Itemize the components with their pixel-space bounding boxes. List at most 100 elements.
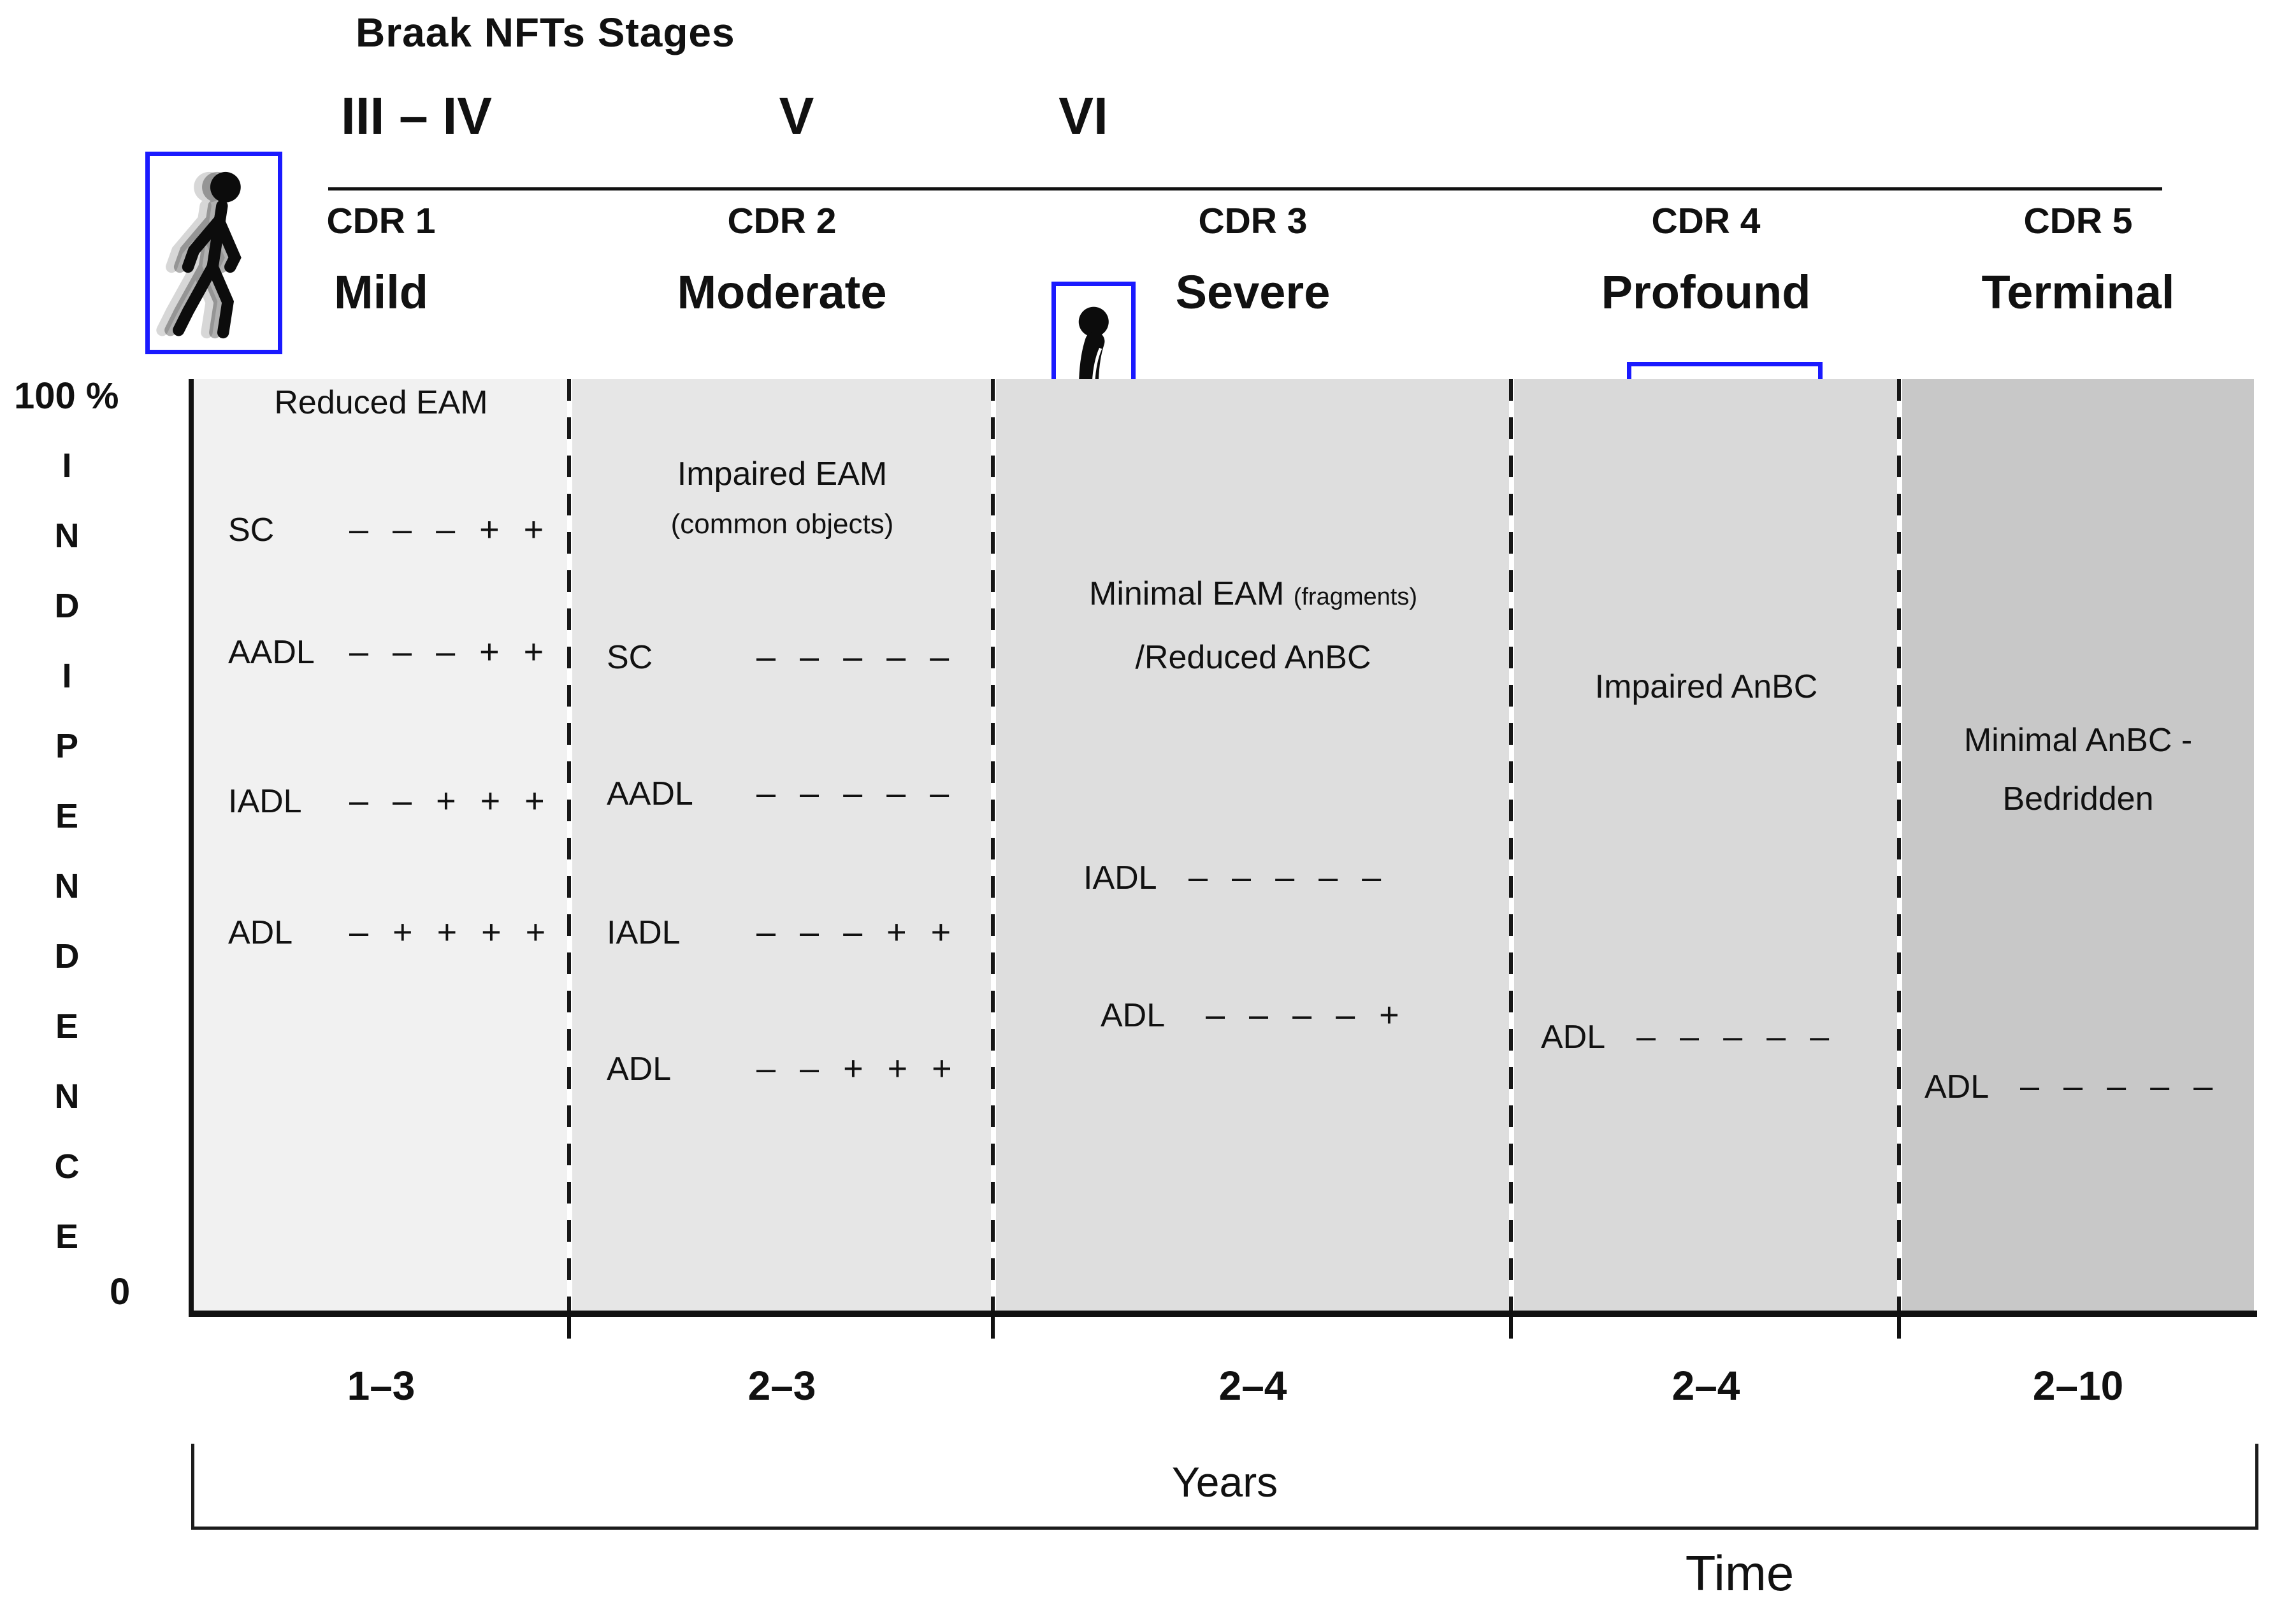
severity-label-severe: Severe xyxy=(1175,266,1331,319)
years-bracket-left-cap xyxy=(191,1444,194,1530)
braak-stage-label-5: V xyxy=(779,87,814,145)
y-axis-letter: I xyxy=(62,447,72,485)
column-mild-background xyxy=(194,379,568,1311)
column-severe-header-small: (fragments) xyxy=(1293,584,1417,610)
severity-label-profound: Profound xyxy=(1601,266,1811,319)
cdr-label-4: CDR 4 xyxy=(1651,201,1761,241)
y-axis-letter: E xyxy=(55,1007,79,1046)
column-divider xyxy=(1509,379,1513,1311)
function-row: ADL – + + + + xyxy=(228,912,550,952)
y-axis-letter: C xyxy=(54,1147,80,1186)
years-bracket-right-cap xyxy=(2255,1444,2258,1530)
function-label: SC xyxy=(607,639,653,676)
function-symbols: – – – – – xyxy=(756,638,954,676)
function-row: AADL – – – – – xyxy=(607,773,953,813)
function-row: IADL – – – – – xyxy=(1083,858,1385,897)
column-divider xyxy=(991,379,995,1311)
x-axis-line xyxy=(189,1311,2257,1317)
column-moderate-header: Impaired EAM xyxy=(677,456,888,492)
braak-stage-label-3-4: III – IV xyxy=(341,87,492,145)
column-divider xyxy=(567,379,571,1311)
function-row: SC – – – + + xyxy=(228,510,548,549)
function-row: SC – – – – – xyxy=(607,637,953,677)
column-severe-header: Minimal EAM (fragments) xyxy=(996,575,1510,613)
function-row: ADL – – – – – xyxy=(1541,1017,1833,1056)
cdr-label-3: CDR 3 xyxy=(1198,201,1308,241)
duration-label-severe: 2–4 xyxy=(1218,1363,1287,1409)
function-label: ADL xyxy=(228,914,293,951)
function-label: IADL xyxy=(228,783,302,820)
column-moderate-subheader: (common objects) xyxy=(670,508,894,540)
braak-stages-rule xyxy=(328,187,2162,190)
column-profound-header: Impaired AnBC xyxy=(1594,668,1818,705)
function-row: AADL – – – + + xyxy=(228,632,548,672)
x-axis-tick xyxy=(1509,1317,1513,1339)
x-axis-tick xyxy=(567,1317,571,1339)
figure-title: Braak NFTs Stages xyxy=(356,10,735,55)
function-row: ADL – – + + + xyxy=(607,1049,957,1088)
y-axis-letter: E xyxy=(55,1218,79,1256)
y-axis-letter: N xyxy=(54,517,80,555)
column-mild-header: Reduced EAM xyxy=(274,384,488,421)
walking-person-glyph xyxy=(155,164,273,342)
column-moderate-background xyxy=(572,379,992,1311)
function-symbols: – – – – + xyxy=(1206,996,1404,1034)
y-axis-letter: N xyxy=(54,1077,80,1116)
function-label: ADL xyxy=(1925,1068,1990,1105)
duration-label-moderate: 2–3 xyxy=(748,1363,816,1409)
column-terminal-subheader: Bedridden xyxy=(2002,780,2154,817)
column-severe-subheader: /Reduced AnBC xyxy=(1135,639,1371,676)
duration-label-profound: 2–4 xyxy=(1672,1363,1740,1409)
column-profound-background xyxy=(1514,379,1898,1311)
y-axis-min-label: 0 xyxy=(110,1271,131,1312)
severity-label-terminal: Terminal xyxy=(1981,266,2175,319)
function-symbols: – – – – – xyxy=(1636,1017,1834,1056)
column-severe-background xyxy=(996,379,1510,1311)
severity-label-moderate: Moderate xyxy=(677,266,887,319)
function-symbols: – – + + + xyxy=(756,1049,957,1088)
function-symbols: – + + + + xyxy=(349,913,551,951)
function-label: SC xyxy=(228,512,275,549)
duration-label-mild: 1–3 xyxy=(347,1363,415,1409)
time-axis-label: Time xyxy=(1685,1545,1795,1601)
function-label: ADL xyxy=(607,1051,672,1088)
column-divider xyxy=(1897,379,1901,1311)
function-label: IADL xyxy=(607,914,681,951)
column-terminal-header: Minimal AnBC - xyxy=(1963,722,2193,759)
years-axis-label: Years xyxy=(1171,1458,1278,1505)
function-row: ADL – – – – + xyxy=(1101,995,1404,1035)
braak-stage-label-6: VI xyxy=(1058,87,1108,145)
function-symbols: – – – + + xyxy=(349,510,549,549)
y-axis-max-label: 100 % xyxy=(14,375,119,417)
function-symbols: – – – + + xyxy=(349,633,549,671)
function-row: IADL – – + + + xyxy=(228,781,549,821)
cdr-label-5: CDR 5 xyxy=(2023,201,2133,241)
cdr-label-2: CDR 2 xyxy=(727,201,837,241)
function-label: ADL xyxy=(1101,997,1166,1034)
function-symbols: – – – – – xyxy=(756,774,954,812)
function-symbols: – – – – – xyxy=(1188,858,1386,896)
years-bracket-line xyxy=(191,1527,2258,1530)
column-severe-header-main: Minimal EAM xyxy=(1089,575,1285,612)
column-terminal-background xyxy=(1902,379,2254,1311)
function-symbols: – – + + + xyxy=(349,782,549,820)
y-axis-line xyxy=(189,379,194,1317)
cdr-label-1: CDR 1 xyxy=(326,201,436,241)
y-axis-letter: I xyxy=(62,657,72,695)
function-symbols: – – – – – xyxy=(2020,1067,2218,1105)
duration-label-terminal: 2–10 xyxy=(2032,1363,2124,1409)
function-label: ADL xyxy=(1541,1019,1606,1056)
walking-person-icon xyxy=(145,152,282,354)
function-label: AADL xyxy=(228,634,315,671)
y-axis-letter: E xyxy=(55,797,79,835)
y-axis-letter: D xyxy=(54,587,80,625)
function-row: ADL – – – – – xyxy=(1925,1067,2217,1106)
function-row: IADL – – – + + xyxy=(607,912,955,952)
y-axis-letter: N xyxy=(54,867,80,905)
y-axis-letter: D xyxy=(54,937,80,975)
function-label: AADL xyxy=(607,775,693,812)
severity-label-mild: Mild xyxy=(334,266,428,319)
y-axis-letter: P xyxy=(55,727,79,765)
function-label: IADL xyxy=(1083,859,1157,896)
function-symbols: – – – + + xyxy=(756,913,956,951)
